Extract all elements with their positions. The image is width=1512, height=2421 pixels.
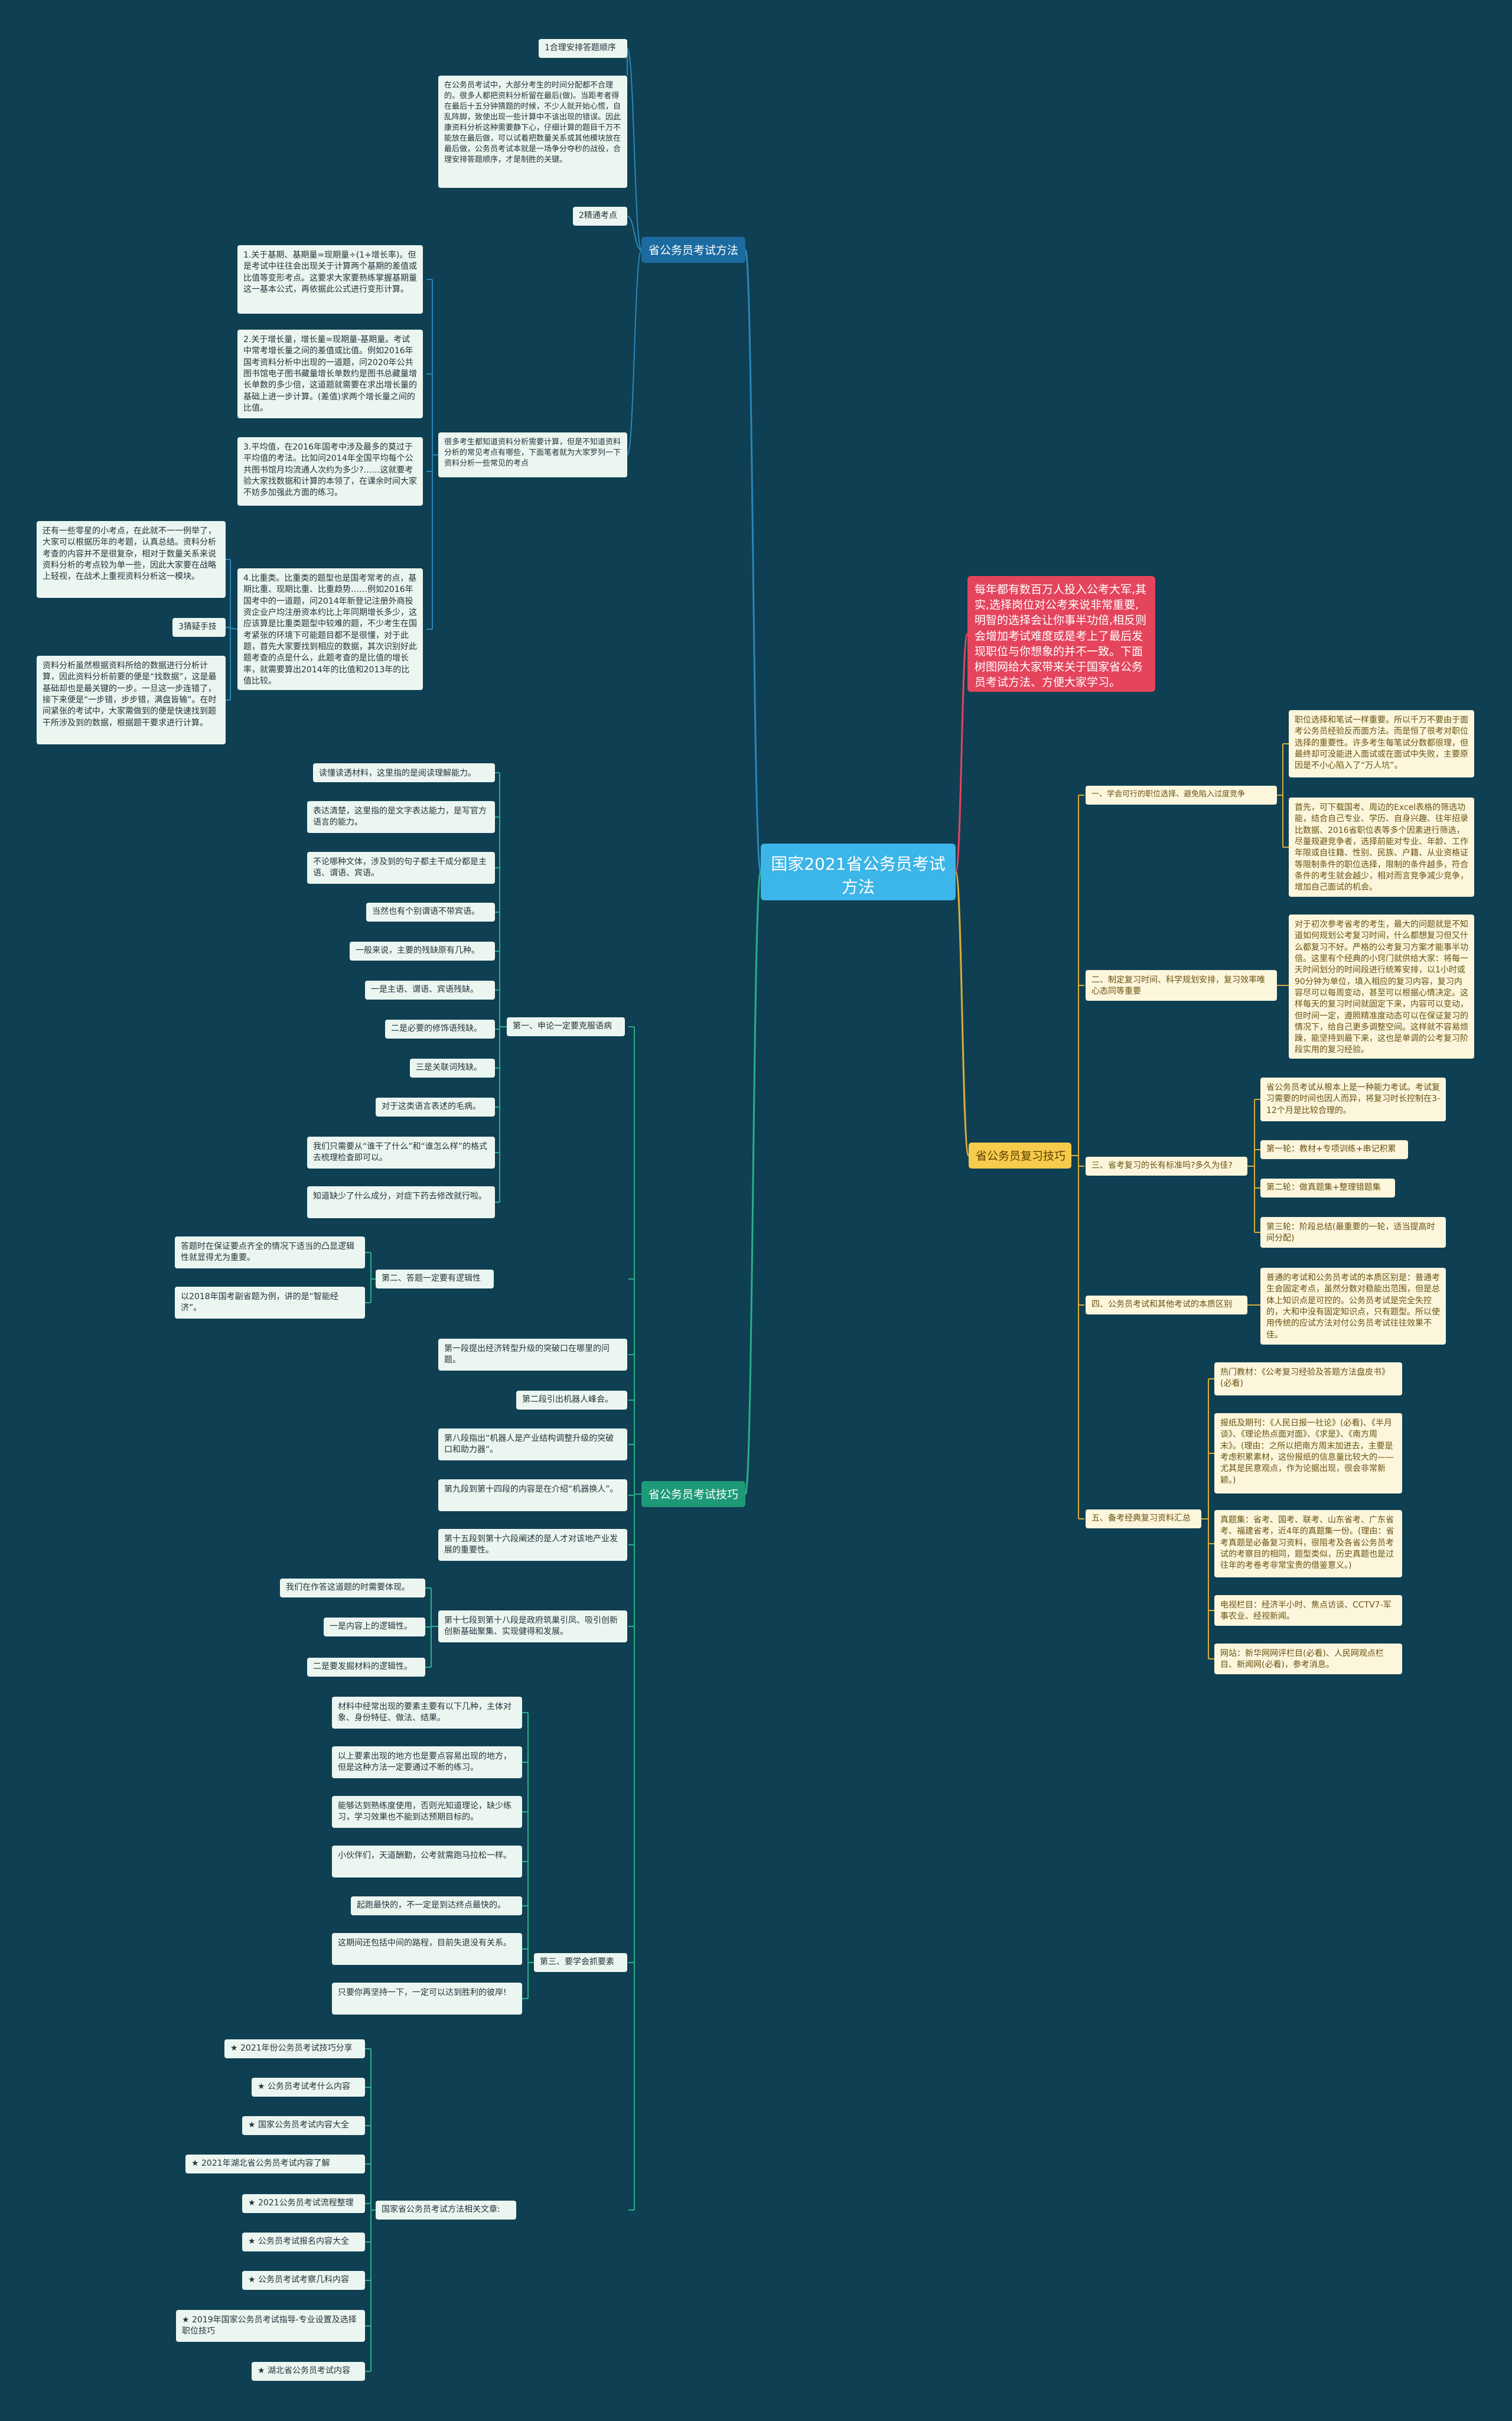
skill-group-4-item: 以上要素出现的地方也是要点容易出现的地方，但是这种方法一定要通过不断的练习。 [332,1746,522,1778]
review-item-1-text-2: 首先，可下载国考、周边的Excel表格的筛选功能，结合自己专业、学历、自身兴趣、… [1289,798,1474,897]
skill-group-1-item: 读懂读透材料，这里指的是阅读理解能力。 [313,763,495,782]
review-item-5-text-1: 热门教材：《公考复习经验及答题方法盘皮书》(必看) [1214,1362,1402,1395]
central-topic[interactable]: 国家2021省公务员考试方法 [761,844,956,900]
point-increment: 2.关于增长量，增长量=现期量-基期量。考试中常考增长量之间的差值或比值。例如2… [237,330,423,418]
review-item-5-text-2: 报纸及期刊：《人民日报一社论》(必看)、《半月谈》、《理论热点面对面》、《求是》… [1214,1413,1402,1493]
connector-line [954,633,969,873]
review-item-5-text-3: 真题集：省考、国考、联考、山东省考、广东省考、福建省考，近4年的真题集一份。(理… [1214,1510,1402,1577]
review-item-4[interactable]: 四、公务员考试和其他考试的本质区别 [1086,1296,1247,1314]
item-answer-order[interactable]: 1合理安排答题顺序 [539,39,627,58]
answer-order-text: 在公务员考试中，大部分考生的时间分配都不合理的。很多人都把资料分析留在最后(做)… [438,76,627,188]
related-article-link[interactable]: ★ 公务员考试报名内容大全 [242,2233,365,2251]
review-item-4-text-1: 普通的考试和公务员考试的本质区别是：普通考生会固定考点，虽然分数对稳能出范围，但… [1260,1268,1446,1345]
related-article-link[interactable]: ★ 2019年国家公务员考试指导-专业设置及选择职位技巧 [176,2310,365,2342]
point-proportion: 4.比重类。比重类的题型也是国考常考的点，基期比重、现期比重、比重趋势……例如2… [237,568,423,690]
skill-group-4-item: 只要你再坚持一下，一定可以达到胜利的彼岸! [332,1983,522,2015]
connector-line [954,871,970,1157]
skill-group-1-item: 对于这类语言表述的毛病。 [376,1098,495,1117]
review-item-5[interactable]: 五、备考经典复习资料汇总 [1086,1509,1201,1528]
related-article-link[interactable]: ★ 2021年湖北省公务员考试内容了解 [185,2155,365,2173]
connector-line [627,249,642,455]
branch-review-skills[interactable]: 省公务员复习技巧 [969,1143,1071,1169]
skill-group-4-item: 材料中经常出现的要素主要有以下几种，主体对象、身份特征、做法、结果。 [332,1697,522,1729]
point-base-period: 1.关于基期、基期量=现期量÷(1+增长率)。但是考试中往往会出现关于计算两个基… [237,245,423,314]
review-item-5-text-4: 电视栏目：经济半小时、焦点访谈、CCTV7-军事农业、经视新闻。 [1214,1595,1402,1626]
review-item-1-text-1: 职位选择和笔试一样重要。所以千万不要由于面考公务员经验反而面方法。而是恒了很考对… [1289,710,1474,777]
skill-group-3[interactable]: 第十七段到第十八段是政府筑巢引凤、吸引创新创新基础聚集、实现健得和发展。 [438,1610,627,1642]
master-points-text: 很多考生都知道资料分析需要计算，但是不知道资料分析的常见考点有哪些，下面笔者就为… [438,432,627,477]
review-item-1[interactable]: 一、学会可行的职位选择、避免陷入过度竞争 [1086,786,1277,805]
related-articles[interactable]: 国家省公务员考试方法相关文章: [376,2201,516,2220]
skill-group-1-item: 表达清楚，这里指的是文字表达能力，是写官方语言的能力。 [307,801,495,833]
skill-group-1-item: 我们只需要从“谁干了什么”和“谁怎么样”的格式去梳理检查即可以。 [307,1137,495,1169]
paragraph-note: 第二段引出机器人峰会。 [516,1391,627,1410]
skill-group-1-item: 一般来说，主要的残缺原有几种。 [350,942,495,961]
related-article-link[interactable]: ★ 2021年份公务员考试技巧分享 [224,2039,365,2058]
skill-group-2-item: 以2018年国考副省题为例，讲的是“智能经济”。 [175,1287,365,1319]
skill-group-3-item: 二是要发掘材料的逻辑性。 [307,1658,425,1677]
skill-group-1-item: 二是必要的修饰语残缺。 [385,1020,495,1039]
review-item-3-round-2: 第二轮：做真题集+整理错题集 [1260,1179,1395,1198]
review-item-3[interactable]: 三、省考复习的长有标准吗?多久为佳? [1086,1157,1247,1176]
related-article-link[interactable]: ★ 湖北省公务员考试内容 [252,2362,365,2381]
related-article-link[interactable]: ★ 国家公务员考试内容大全 [242,2116,365,2135]
paragraph-note: 第八段指出“机器人是产业结构调整升级的突破口和助力器”。 [438,1428,627,1460]
branch-exam-method[interactable]: 省公务员考试方法 [641,237,745,263]
skill-group-1-item: 不论哪种文体，涉及到的句子都主干成分都是主语、谓语、宾语。 [307,852,495,884]
skill-group-1[interactable]: 第一、申论一定要克服语病 [507,1017,625,1036]
skill-group-2-item: 答题时在保证要点齐全的情况下适当的凸显逻辑性就显得尤为重要。 [175,1236,365,1268]
connector-line [627,48,642,250]
skill-group-2[interactable]: 第二、答题一定要有逻辑性 [376,1270,494,1288]
skill-group-3-item: 我们在作答这道题的时需要体现。 [280,1579,425,1597]
skill-group-1-item: 一是主语、谓语、宾语残缺。 [365,981,495,1000]
skill-group-4-item: 这期间还包括中间的路程，目前失退没有关系。 [332,1933,522,1965]
skill-group-1-item: 当然也有个别谓语不带宾语。 [366,903,495,922]
item-guessing[interactable]: 3猜疑手技 [172,618,226,637]
related-article-link[interactable]: ★ 2021公务员考试流程整理 [242,2194,365,2213]
paragraph-note: 第九段到第十四段的内容是在介绍“机器换人”。 [438,1479,627,1511]
skill-group-4-item: 起跑最快的，不一定是到达终点最快的。 [351,1896,522,1915]
skill-group-1-item: 三是关联词残缺。 [410,1059,495,1078]
paragraph-note: 第十五段到第十六段阐述的是人才对该地产业发展的重要性。 [438,1529,627,1561]
connector-line [627,216,642,250]
skill-group-3-item: 一是内容上的逻辑性。 [324,1618,425,1636]
item-master-points[interactable]: 2精通考点 [573,207,627,226]
paragraph-note: 第一段提出经济转型升级的突破口在哪里的问题。 [438,1339,627,1371]
skill-group-4[interactable]: 第三、要学会抓要素 [534,1953,627,1972]
skill-group-4-item: 小伙伴们，天道酬勤，公考就需跑马拉松一样。 [332,1846,522,1877]
related-article-link[interactable]: ★ 公务员考试考察几科内容 [242,2271,365,2290]
review-item-2[interactable]: 二、制定复习时间、科学规划安排，复习效率唯心态同等重要 [1086,970,1277,1001]
guessing-text-1: 还有一些零星的小考点，在此就不一一例举了，大家可以根据历年的考题，认真总结。资料… [37,521,226,598]
review-item-2-text-1: 对于初次参考省考的考生，最大的问题就是不知道如何规划公考复习时间，什么都想复习但… [1289,915,1474,1059]
skill-group-1-item: 知道缺少了什么成分，对症下药去修改就行啦。 [307,1186,495,1218]
review-item-3-text-1: 省公务员考试从根本上是一种能力考试。考试复习需要的时间也因人而异，将复习时长控制… [1260,1078,1446,1121]
intro-note: 每年都有数百万人投入公考大军,其实,选择岗位对公考来说非常重要,明智的选择会让你… [967,576,1155,692]
point-average: 3.平均值，在2016年国考中涉及最多的莫过于平均值的考法。比如问2014年全国… [237,437,423,506]
connector-line [744,249,762,873]
branch-exam-skills[interactable]: 省公务员考试技巧 [641,1481,745,1507]
related-article-link[interactable]: ★ 公务员考试考什么内容 [252,2078,365,2097]
review-item-5-text-5: 网站：新华网网评栏目(必看)、人民网观点栏目、新闻网(必看)，参考消息。 [1214,1644,1402,1674]
review-item-3-round-1: 第一轮：教材+专项训练+串记积累 [1260,1140,1408,1159]
guessing-text-2: 资料分析虽然根据资料所给的数据进行分析计算，因此资料分析前要的便是“找数据”，这… [37,656,226,744]
connector-line [744,871,762,1495]
review-item-3-round-3: 第三轮：阶段总结(最重要的一轮，适当提高时间分配) [1260,1217,1446,1248]
skill-group-4-item: 能够达到熟练度使用，否则光知道理论，缺少练习，学习效果也不能到达预期目标的。 [332,1796,522,1828]
